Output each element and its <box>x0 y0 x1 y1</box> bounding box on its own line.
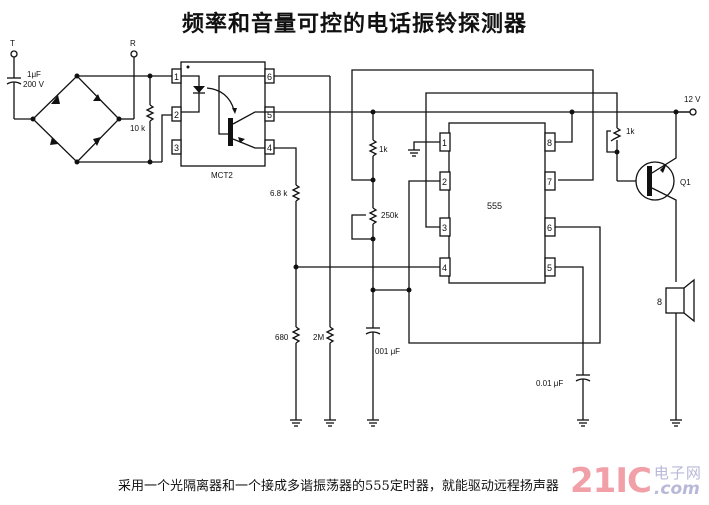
svg-text:8: 8 <box>547 138 552 148</box>
svg-text:3: 3 <box>174 143 179 153</box>
svg-text:4: 4 <box>442 263 447 273</box>
svg-text:4: 4 <box>267 143 272 153</box>
svg-text:T: T <box>10 39 15 48</box>
svg-text:6.8 k: 6.8 k <box>270 189 288 198</box>
ground-icon <box>367 419 379 427</box>
transistor-q1: Q1 <box>635 109 691 282</box>
svg-text:680: 680 <box>275 333 289 342</box>
svg-text:3: 3 <box>442 223 447 233</box>
svg-text:6: 6 <box>547 223 552 233</box>
watermark-com: .com <box>653 479 700 499</box>
svg-text:200 V: 200 V <box>23 80 45 89</box>
terminal-tip: T <box>10 39 18 58</box>
optocoupler-mct2: 1 2 3 4 5 6 MCT2 <box>171 61 275 180</box>
svg-text:10 k: 10 k <box>130 124 146 133</box>
ground-icon <box>290 419 302 427</box>
watermark-main: 21IC <box>570 461 652 501</box>
svg-text:1k: 1k <box>379 145 388 154</box>
svg-text:MCT2: MCT2 <box>211 171 233 180</box>
svg-text:R: R <box>130 39 136 48</box>
speaker: 8 <box>657 278 695 420</box>
svg-text:5: 5 <box>267 110 272 120</box>
diagram-title: 频率和音量可控的电话振铃探测器 <box>181 12 527 37</box>
svg-text:2: 2 <box>174 110 179 120</box>
svg-text:5: 5 <box>547 263 552 273</box>
volume-pot-1k: 1k <box>606 125 636 182</box>
ground-symbols <box>290 419 682 427</box>
bridge-rectifier <box>30 57 172 165</box>
svg-text:2: 2 <box>442 177 447 187</box>
svg-text:001 μF: 001 μF <box>375 347 400 356</box>
resistor-680: 680 <box>275 326 301 420</box>
svg-text:0.01 μF: 0.01 μF <box>536 379 563 388</box>
ground-icon <box>577 419 589 427</box>
resistor-10k: 10 k <box>130 76 172 162</box>
svg-text:12 V: 12 V <box>684 95 701 104</box>
figure-caption: 采用一个光隔离器和一个接成多谐振荡器的555定时器，就能驱动远程扬声器 <box>118 479 559 494</box>
svg-text:7: 7 <box>547 177 552 187</box>
svg-text:8: 8 <box>657 297 662 307</box>
timer-555: 1 2 3 4 8 7 6 5 555 0.01 μF <box>408 92 618 420</box>
supply-terminal: 12 V <box>676 95 701 116</box>
svg-text:Q1: Q1 <box>680 178 691 187</box>
svg-text:1: 1 <box>174 72 179 82</box>
svg-text:6: 6 <box>267 72 272 82</box>
resistor-6-8k: 6.8 k <box>270 147 301 327</box>
svg-text:1μF: 1μF <box>27 70 41 79</box>
svg-text:2M: 2M <box>313 333 324 342</box>
svg-text:555: 555 <box>487 201 502 211</box>
terminal-ring: R <box>130 39 138 58</box>
ground-icon <box>670 419 682 427</box>
svg-text:1: 1 <box>442 138 447 148</box>
timing-network: 1k 250k 001 μF <box>351 69 594 420</box>
svg-text:250k: 250k <box>381 211 399 220</box>
ground-icon <box>324 419 336 427</box>
input-capacitor: 1μF 200 V <box>6 57 45 120</box>
svg-text:1k: 1k <box>626 127 635 136</box>
watermark-cn: 电子网 <box>653 464 702 482</box>
watermark-logo: 21IC 电子网 .com <box>570 458 702 498</box>
resistor-2M: 2M <box>265 75 335 420</box>
